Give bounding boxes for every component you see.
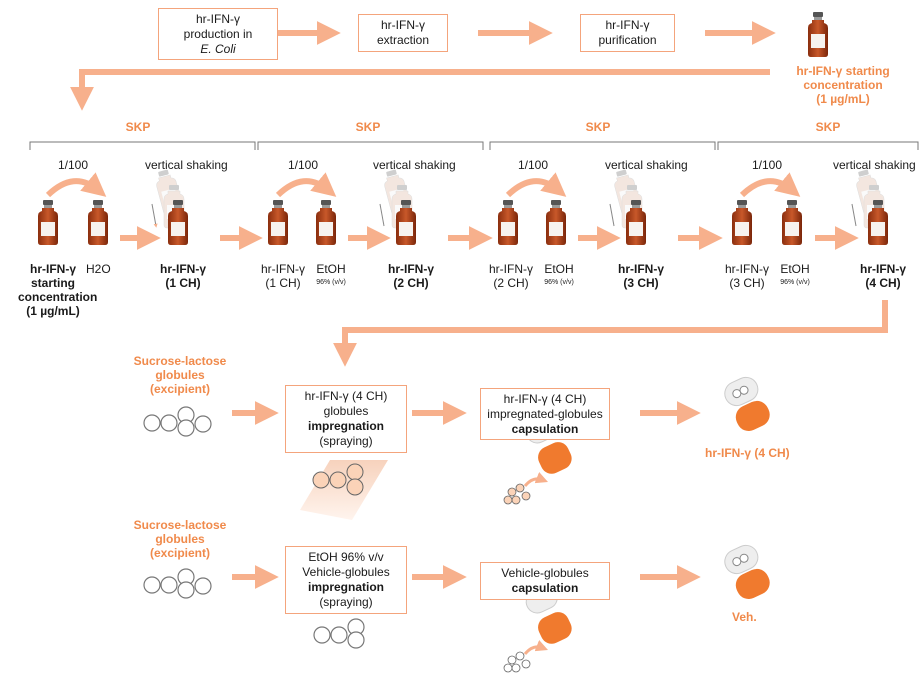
src-3: hr-IFN-γ (3 CH) xyxy=(722,262,772,290)
solvent-3-note: 96% (v/v) xyxy=(780,279,810,286)
start-l3: (1 µg/mL) xyxy=(816,92,870,106)
src-1-l2: (1 CH) xyxy=(265,276,301,290)
excipient-label-1: Sucrose-lactose globules (excipient) xyxy=(130,354,230,396)
box-impreg-veh-l1: EtOH 96% v/v xyxy=(308,550,384,564)
skp-label-4: SKP xyxy=(815,120,841,134)
box-extraction-l1: hr-IFN-γ xyxy=(381,18,425,32)
out-2-l1: hr-IFN-γ xyxy=(388,262,434,276)
src-2: hr-IFN-γ (2 CH) xyxy=(486,262,536,290)
excipient-2-l3: (excipient) xyxy=(149,546,210,560)
box-impreg-ifn-l3: impregnation xyxy=(307,419,384,433)
start-l1: hr-IFN-γ starting xyxy=(796,64,890,78)
box-impreg-ifn-l2: globules xyxy=(323,404,369,418)
box-capsulation-veh: Vehicle-globules capsulation xyxy=(480,562,610,600)
solvent-3: EtOH 96% (v/v) xyxy=(776,262,814,290)
box-impregnation-ifn: hr-IFN-γ (4 CH) globules impregnation (s… xyxy=(285,385,407,453)
box-extraction-l2: extraction xyxy=(376,33,430,47)
out-1-l1: hr-IFN-γ xyxy=(160,262,206,276)
box-caps-veh-l1: Vehicle-globules xyxy=(501,566,589,580)
solvent-2: EtOH 96% (v/v) xyxy=(540,262,578,290)
box-impregnation-veh: EtOH 96% v/v Vehicle-globules impregnati… xyxy=(285,546,407,614)
box-production-l3: E. Coli xyxy=(200,41,236,56)
src-2-l1: hr-IFN-γ xyxy=(489,262,533,276)
solvent-2-l1: EtOH xyxy=(544,262,574,276)
globules-row4 xyxy=(143,568,212,599)
box-impreg-ifn-l1: hr-IFN-γ (4 CH) xyxy=(304,389,388,403)
box-impreg-veh-l4: (spraying) xyxy=(319,595,373,609)
out-4: hr-IFN-γ (4 CH) xyxy=(858,262,908,290)
src-3-l2: (3 CH) xyxy=(729,276,765,290)
out-2: hr-IFN-γ (2 CH) xyxy=(386,262,436,290)
shaking-1: vertical shaking xyxy=(145,158,228,172)
src-2-l2: (2 CH) xyxy=(493,276,529,290)
skp-label-2: SKP xyxy=(355,120,381,134)
box-caps-veh-l2: capsulation xyxy=(511,581,579,595)
box-production: hr-IFN-γ production in E. Coli xyxy=(158,8,278,60)
box-purification-l1: hr-IFN-γ xyxy=(605,18,650,32)
out-3-l1: hr-IFN-γ xyxy=(618,262,664,276)
out-1-l2: (1 CH) xyxy=(165,276,201,290)
solvent-2-note: 96% (v/v) xyxy=(544,279,574,286)
excipient-1-l1: Sucrose-lactose xyxy=(133,354,227,368)
out-4-l2: (4 CH) xyxy=(865,276,901,290)
box-extraction: hr-IFN-γ extraction xyxy=(358,14,448,52)
src-1: hr-IFN-γ (1 CH) xyxy=(258,262,308,290)
solvent-3-l1: EtOH xyxy=(780,262,810,276)
excipient-2-l2: globules xyxy=(155,532,205,546)
box-caps-ifn-l2: impregnated-globules xyxy=(487,406,603,421)
out-3: hr-IFN-γ (3 CH) xyxy=(616,262,666,290)
solvent-1-l1: EtOH xyxy=(316,262,346,276)
dilution-1: 1/100 xyxy=(58,158,89,172)
excipient-2-l1: Sucrose-lactose xyxy=(133,518,227,532)
start-bottle-label: hr-IFN-γ starting concentration (1 µg/mL… xyxy=(18,262,98,318)
dilution-2: 1/100 xyxy=(288,158,319,172)
excipient-1-l2: globules xyxy=(155,368,205,382)
shaking-2: vertical shaking xyxy=(373,158,456,172)
out-1: hr-IFN-γ (1 CH) xyxy=(158,262,208,290)
box-production-l1: hr-IFN-γ xyxy=(196,11,240,26)
box-impreg-veh-l2: Vehicle-globules xyxy=(302,565,390,579)
dilution-3: 1/100 xyxy=(518,158,549,172)
water-label: H2O xyxy=(86,262,111,276)
shaking-3: vertical shaking xyxy=(605,158,688,172)
start-l2: concentration xyxy=(803,78,883,92)
out-4-l1: hr-IFN-γ xyxy=(860,262,906,276)
start-bottle-l1: hr-IFN-γ xyxy=(30,262,76,276)
box-impreg-veh-l3: impregnation xyxy=(307,580,384,594)
arrow-top-return xyxy=(70,69,770,111)
excipient-1-l3: (excipient) xyxy=(149,382,210,396)
out-2-l2: (2 CH) xyxy=(393,276,429,290)
src-1-l1: hr-IFN-γ xyxy=(261,262,305,276)
dilution-4: 1/100 xyxy=(752,158,783,172)
box-caps-ifn-l3: capsulation xyxy=(511,421,579,436)
final-ifn-label: hr-IFN-γ (4 CH) xyxy=(705,446,790,460)
solvent-1: EtOH 96% (v/v) xyxy=(312,262,350,290)
box-purification: hr-IFN-γ purification xyxy=(580,14,675,52)
start-bottle-l3: concentration xyxy=(18,290,98,304)
excipient-label-2: Sucrose-lactose globules (excipient) xyxy=(130,518,230,560)
src-3-l1: hr-IFN-γ xyxy=(725,262,769,276)
starting-concentration-label: hr-IFN-γ starting concentration (1 µg/mL… xyxy=(778,64,908,106)
box-production-l2: production in xyxy=(183,26,253,41)
box-purification-l2: purification xyxy=(598,33,657,47)
box-caps-ifn-l1: hr-IFN-γ (4 CH) xyxy=(503,391,587,406)
out-3-l2: (3 CH) xyxy=(623,276,659,290)
skp-label-1: SKP xyxy=(125,120,151,134)
start-bottle-l2: starting xyxy=(30,276,75,290)
box-impreg-ifn-l4: (spraying) xyxy=(319,434,373,448)
solvent-1-note: 96% (v/v) xyxy=(316,279,346,286)
start-bottle-l4: (1 µg/mL) xyxy=(26,304,80,318)
final-veh-label: Veh. xyxy=(732,610,757,624)
shaking-4: vertical shaking xyxy=(833,158,916,172)
box-capsulation-ifn: hr-IFN-γ (4 CH) impregnated-globules cap… xyxy=(480,388,610,440)
globules-row3 xyxy=(143,406,212,437)
skp-label-3: SKP xyxy=(585,120,611,134)
